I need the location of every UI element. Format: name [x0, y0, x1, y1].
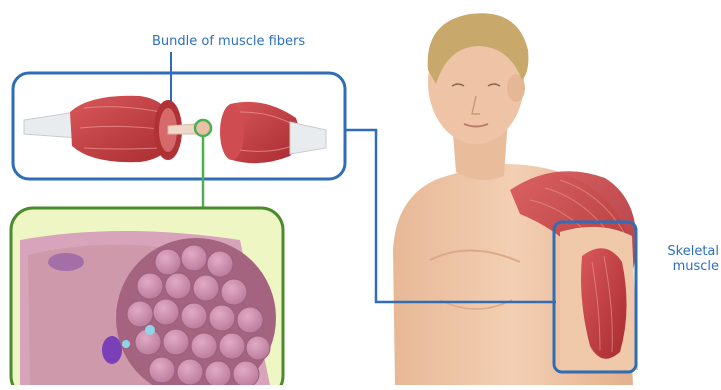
bundle-of-muscle-fibers-label: Bundle of muscle fibers [152, 34, 305, 49]
human-figure [393, 13, 638, 385]
fiber-highlight-circle [195, 120, 211, 136]
fiber-inset [11, 208, 283, 385]
skeletal-muscle-label-line2: muscle [641, 259, 719, 274]
bundle-callout [13, 52, 345, 208]
skeletal-muscle-label-line1: Skeletal [641, 244, 719, 259]
skeletal-muscle-label: Skeletal muscle [641, 244, 719, 274]
